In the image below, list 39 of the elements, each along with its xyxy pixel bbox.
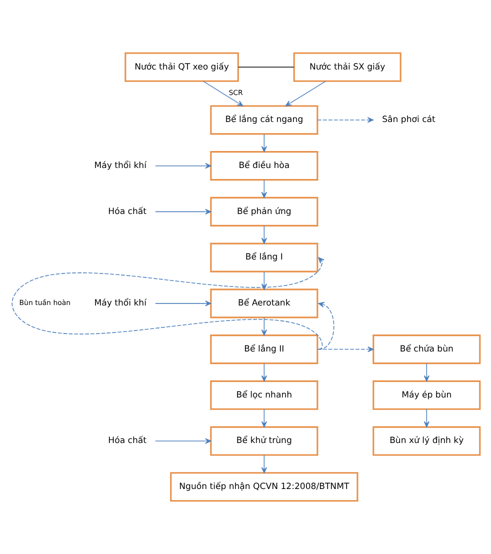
node-box: Bùn xử lý định kỳ bbox=[372, 426, 480, 456]
node-text: Sân phơi cát bbox=[382, 115, 435, 126]
arrow bbox=[260, 454, 266, 474]
node-box: Nước thải SX giấy bbox=[292, 52, 401, 82]
arrow bbox=[202, 80, 243, 106]
arrow bbox=[260, 362, 266, 382]
node-box: Nước thải QT xeo giấy bbox=[124, 52, 238, 82]
node-box: Bể phản ứng bbox=[210, 196, 318, 226]
arrow bbox=[260, 134, 266, 152]
connector bbox=[237, 66, 294, 68]
arrow bbox=[316, 117, 374, 123]
node-box: Nguồn tiếp nhận QCVN 12:2008/BTNMT bbox=[170, 472, 358, 502]
node-box: Bể Aerotank bbox=[210, 288, 318, 318]
arrow bbox=[260, 317, 266, 336]
arrow bbox=[154, 438, 211, 444]
node-box: Bể khử trùng bbox=[210, 426, 318, 456]
arrow bbox=[318, 302, 334, 350]
node-box: Bể chứa bùn bbox=[372, 334, 480, 364]
node-text: Máy thổi khí bbox=[94, 161, 146, 172]
arrow bbox=[423, 408, 429, 428]
arrow bbox=[260, 225, 266, 244]
arrow bbox=[154, 300, 211, 306]
arrow bbox=[260, 180, 266, 198]
node-text: Máy thổi khí bbox=[94, 298, 146, 309]
arrow bbox=[11, 257, 324, 350]
arrow bbox=[260, 408, 266, 428]
node-text: Hóa chất bbox=[108, 436, 146, 446]
arrow bbox=[154, 208, 211, 215]
arrow bbox=[284, 80, 326, 106]
node-box: Bể lọc nhanh bbox=[210, 380, 318, 410]
node-box: Máy ép bùn bbox=[372, 380, 480, 410]
node-box: Bể lắng cát ngang bbox=[210, 105, 318, 135]
arrow bbox=[316, 346, 374, 352]
node-box: Bể lắng II bbox=[210, 334, 318, 364]
node-text: Hóa chất bbox=[108, 206, 146, 217]
arrow bbox=[154, 163, 211, 169]
node-box: Bể điều hòa bbox=[210, 151, 318, 181]
arrow bbox=[423, 362, 429, 382]
node-box: Bể lắng I bbox=[210, 242, 318, 272]
